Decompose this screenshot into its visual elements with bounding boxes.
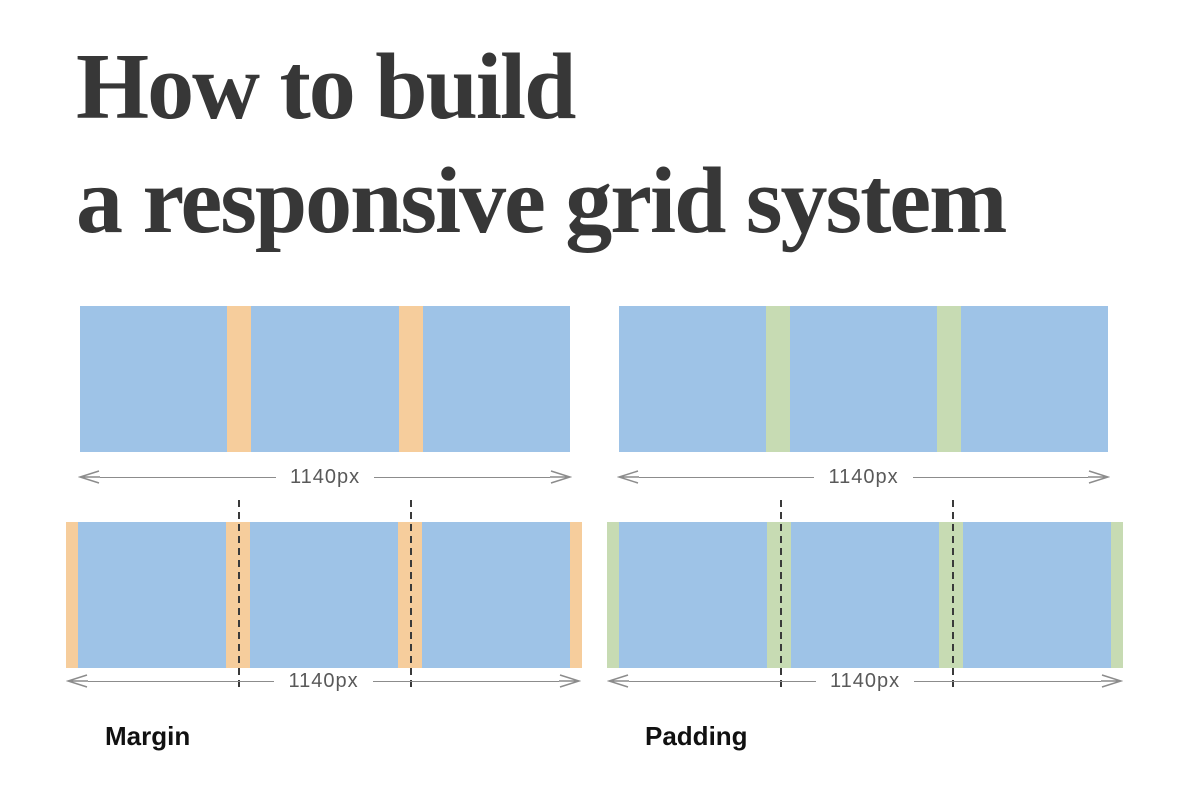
grid-column (963, 522, 1111, 668)
margin-top-bar (80, 306, 570, 452)
outer-margin-strip (66, 522, 78, 668)
arrow-line (639, 476, 815, 478)
column-boundary-dashed-line (238, 500, 240, 688)
arrowhead-left-icon (78, 470, 100, 484)
outer-padding-strip (607, 522, 619, 668)
grid-column (422, 306, 570, 452)
grid-column (422, 522, 570, 668)
dimension-arrow-margin-bottom: 1140px (66, 670, 582, 692)
arrow-line (374, 476, 551, 478)
padding-gutter (767, 522, 791, 668)
margin-bottom-bar (66, 522, 582, 668)
padding-bottom-bar (607, 522, 1123, 668)
arrow-line (100, 476, 276, 478)
grid-column (250, 522, 398, 668)
margin-gutter (398, 306, 423, 452)
arrowhead-right-icon (1088, 470, 1111, 484)
padding-gutter (937, 306, 961, 452)
padding-gutter (939, 522, 963, 668)
dimension-arrow-padding-bottom: 1140px (607, 670, 1124, 692)
grid-column (790, 306, 937, 452)
grid-column (619, 522, 767, 668)
grid-column (80, 306, 228, 452)
arrow-line (372, 680, 560, 682)
arrowhead-right-icon (1101, 674, 1124, 688)
grid-column (791, 522, 939, 668)
grid-column (251, 306, 399, 452)
padding-gutter (766, 306, 790, 452)
dimension-label: 1140px (828, 465, 899, 488)
section-label-padding: Padding (645, 721, 748, 751)
grid-column (78, 522, 226, 668)
page-title-line1: How to build (76, 35, 576, 139)
column-boundary-dashed-line (952, 500, 954, 688)
dimension-arrow-padding-top: 1140px (617, 466, 1111, 488)
arrow-line (914, 680, 1102, 682)
arrowhead-left-icon (607, 674, 629, 688)
arrow-line (629, 680, 816, 682)
arrowhead-left-icon (617, 470, 639, 484)
dimension-label: 1140px (289, 465, 361, 488)
column-boundary-dashed-line (410, 500, 412, 688)
dimension-arrow-margin-top: 1140px (78, 466, 573, 488)
page-title-line2: a responsive grid system (76, 149, 1007, 253)
dimension-label: 1140px (288, 669, 359, 692)
outer-margin-strip (570, 522, 582, 668)
grid-column (961, 306, 1108, 452)
padding-top-bar (619, 306, 1108, 452)
dimension-label: 1140px (829, 669, 901, 692)
column-boundary-dashed-line (780, 500, 782, 688)
arrowhead-right-icon (550, 470, 573, 484)
margin-gutter (227, 306, 252, 452)
arrowhead-left-icon (66, 674, 88, 688)
grid-column (619, 306, 766, 452)
outer-padding-strip (1111, 522, 1123, 668)
section-label-margin: Margin (105, 721, 191, 751)
arrowhead-right-icon (559, 674, 582, 688)
arrow-line (912, 476, 1089, 478)
arrow-line (88, 680, 275, 682)
